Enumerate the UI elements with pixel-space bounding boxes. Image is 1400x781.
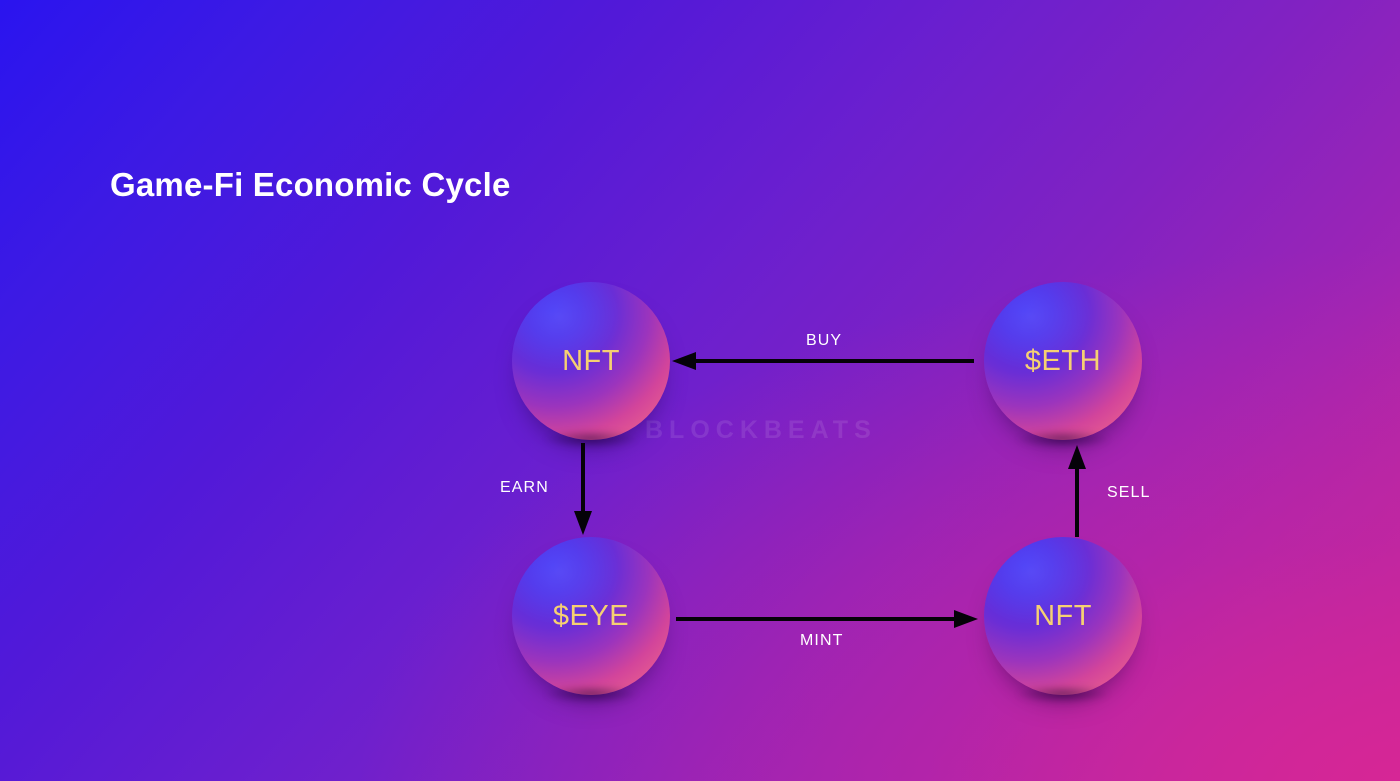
- orb-shadow-eth: [996, 426, 1130, 452]
- node-eth[interactable]: $ETH: [984, 282, 1142, 452]
- edge-label-earn: EARN: [500, 479, 549, 496]
- edge-label-sell: SELL: [1107, 484, 1151, 501]
- node-label-eth: $ETH: [1024, 344, 1102, 377]
- node-label-nft-bottom: NFT: [1034, 599, 1092, 632]
- node-label-eye: $EYE: [552, 599, 630, 632]
- edge-label-mint: MINT: [800, 632, 844, 649]
- node-nft-bottom[interactable]: NFT: [984, 537, 1142, 707]
- page-title: Game-Fi Economic Cycle: [110, 166, 511, 203]
- node-eye[interactable]: $EYE: [512, 537, 670, 707]
- edge-label-buy: BUY: [806, 332, 843, 349]
- node-label-nft-top: NFT: [562, 344, 620, 377]
- orb-gradient-eye: [512, 537, 670, 695]
- arrow-sell-up-icon: [1066, 445, 1088, 537]
- blockbeats-watermark: BLOCKBEATS: [645, 416, 877, 444]
- orb-shadow-nft-bottom: [996, 681, 1130, 707]
- arrow-buy-left-icon: [672, 350, 974, 372]
- orb-shadow-nft-top: [524, 426, 658, 452]
- orb-shadow-eye: [524, 681, 658, 707]
- node-nft-top[interactable]: NFT: [512, 282, 670, 452]
- arrow-mint-right-icon: [676, 608, 978, 630]
- arrow-earn-down-icon: [572, 443, 594, 535]
- orb-gradient-eth: [984, 282, 1142, 440]
- orb-gradient-nft-top: [512, 282, 670, 440]
- orb-gradient-nft-bottom: [984, 537, 1142, 695]
